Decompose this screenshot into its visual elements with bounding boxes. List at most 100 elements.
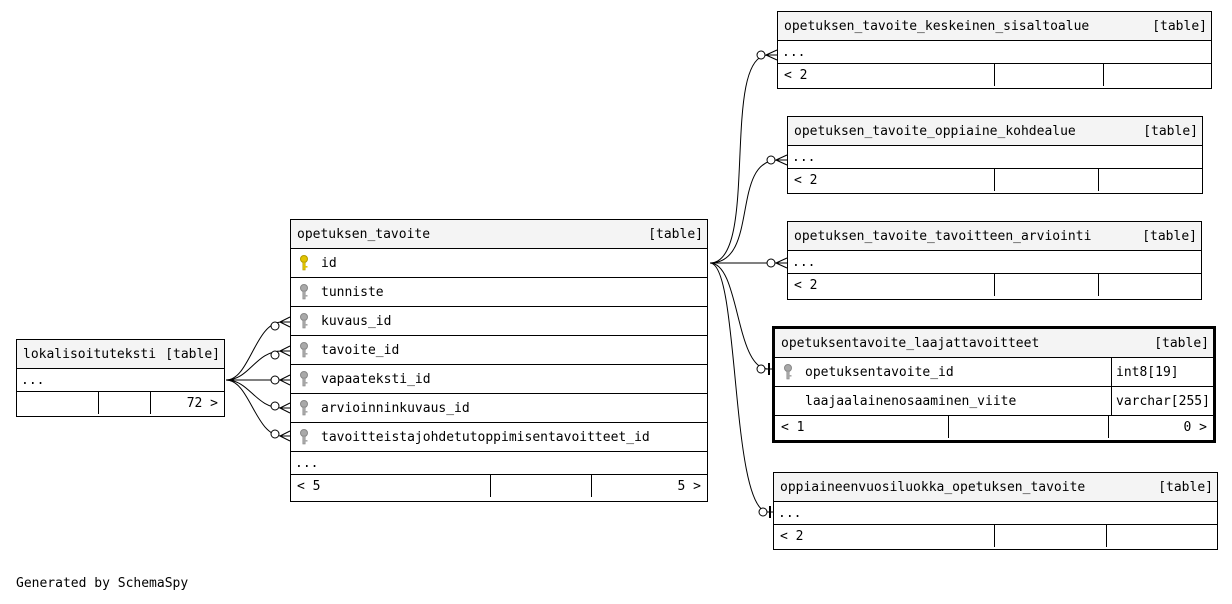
footer-rows [994,525,1106,547]
more-columns-row: ... [788,146,1202,169]
foreign-key-icon [299,313,313,329]
footer-parents [17,392,98,414]
table-kind: [table] [1152,18,1207,34]
ellipsis: ... [792,254,816,270]
table-kind: [table] [1154,335,1209,351]
column-name: laajaalainenosaaminen_viite [805,393,1017,409]
column-row-tavoitteistajohdetut: tavoitteistajohdetutoppimisentavoitteet_… [291,423,707,452]
table-footer: < 2 [778,64,1211,86]
footer-rows [98,392,150,414]
table-footer: < 2 [788,169,1202,191]
column-row-tavoite-id: tavoite_id [291,336,707,365]
column-name: tavoitteistajohdetutoppimisentavoitteet_… [321,429,650,445]
footer-parents: < 5 [297,478,321,494]
crow-circle [766,155,776,165]
column-row-tunniste: tunniste [291,278,707,307]
table-header: opetuksen_tavoite_keskeinen_sisaltoalue … [778,12,1211,41]
table-oppiaineenvuosiluokka[interactable]: oppiaineenvuosiluokka_opetuksen_tavoite … [773,472,1218,550]
footer-parents: < 2 [794,172,818,188]
footer-parents: < 2 [780,528,804,544]
column-row-arvioinninkuvaus-id: arvioinninkuvaus_id [291,394,707,423]
column-type: int8[19] [1111,358,1213,386]
table-footer: < 2 [788,274,1201,296]
ellipsis: ... [295,455,319,471]
foreign-key-icon [299,400,313,416]
footer-rows [994,64,1103,86]
table-footer: < 2 [774,525,1217,547]
link-vuosiluokka [709,262,769,513]
foreign-key-icon [299,429,313,445]
link-keskeinen [709,54,769,264]
column-row-id: id [291,249,707,278]
column-row-kuvaus-id: kuvaus_id [291,307,707,336]
table-keskeinen-sisaltoalue[interactable]: opetuksen_tavoite_keskeinen_sisaltoalue … [777,11,1212,89]
primary-key-icon [299,255,313,271]
link-laaja [709,262,769,370]
footer-rows [490,475,591,497]
more-columns-row: ... [774,502,1217,525]
table-header: opetuksentavoite_laajattavoitteet [table… [775,329,1213,358]
column-name: tavoite_id [321,342,400,358]
more-columns-row: ... [291,452,707,475]
generated-by-credit: Generated by SchemaSpy [16,576,189,591]
column-name: opetuksentavoite_id [805,364,954,380]
crow-circle [758,507,768,517]
table-kind: [table] [1142,228,1197,244]
footer-children: 5 > [591,475,707,497]
crow-circle [756,50,766,60]
column-row-laajaalainenosaaminen-viite: laajaalainenosaaminen_viite varchar[255] [775,387,1213,416]
link-kohdealue [709,159,779,264]
table-kind: [table] [648,226,703,242]
column-name: kuvaus_id [321,313,392,329]
crow-circle [766,258,776,268]
table-header: opetuksen_tavoite_tavoitteen_arviointi [… [788,222,1201,251]
ellipsis: ... [21,372,45,388]
column-row-vapaateksti-id: vapaateksti_id [291,365,707,394]
table-name: oppiaineenvuosiluokka_opetuksen_tavoite [780,479,1086,495]
table-kind: [table] [1143,123,1198,139]
table-lokalisoituteksti[interactable]: lokalisoituteksti [table] ... 72 > [16,339,225,417]
more-columns-row: ... [17,369,224,392]
footer-children [1098,274,1201,296]
crow-circle [270,401,280,411]
table-name: opetuksen_tavoite [297,226,431,242]
table-oppiaine-kohdealue[interactable]: opetuksen_tavoite_oppiaine_kohdealue [ta… [787,116,1203,194]
crow-circle [756,364,766,374]
crow-circle [270,321,280,331]
more-columns-row: ... [778,41,1211,64]
crow-circle [270,429,280,439]
table-laajattavoitteet[interactable]: opetuksentavoite_laajattavoitteet [table… [772,326,1216,443]
table-name: opetuksen_tavoite_tavoitteen_arviointi [794,228,1092,244]
ellipsis: ... [778,505,802,521]
table-name: lokalisoituteksti [23,346,157,362]
footer-parents: < 2 [794,277,818,293]
foreign-key-icon [299,371,313,387]
footer-rows [994,169,1098,191]
table-header: opetuksen_tavoite_oppiaine_kohdealue [ta… [788,117,1202,146]
footer-children: 0 > [1108,416,1213,438]
footer-parents: < 2 [784,67,808,83]
table-footer: 72 > [17,392,224,414]
more-columns-row: ... [788,251,1201,274]
crow-circle [270,375,280,385]
table-name: opetuksen_tavoite_keskeinen_sisaltoalue [784,18,1090,34]
foreign-key-icon [299,284,313,300]
footer-rows [948,416,1108,438]
table-footer: < 5 5 > [291,475,707,497]
footer-rows [994,274,1098,296]
table-kind: [table] [165,346,220,362]
column-name: arvioinninkuvaus_id [321,400,470,416]
table-opetuksen-tavoite[interactable]: opetuksen_tavoite [table] id tunniste ku… [290,219,708,502]
column-name: id [321,255,337,271]
table-tavoitteen-arviointi[interactable]: opetuksen_tavoite_tavoitteen_arviointi [… [787,221,1202,300]
column-row-opetuksentavoite-id: opetuksentavoite_id int8[19] [775,358,1213,387]
table-name: opetuksentavoite_laajattavoitteet [781,335,1040,351]
column-name: tunniste [321,284,384,300]
ellipsis: ... [792,149,816,165]
table-header: opetuksen_tavoite [table] [291,220,707,249]
footer-children [1098,169,1202,191]
column-name: vapaateksti_id [321,371,431,387]
table-kind: [table] [1158,479,1213,495]
table-footer: < 1 0 > [775,416,1213,438]
